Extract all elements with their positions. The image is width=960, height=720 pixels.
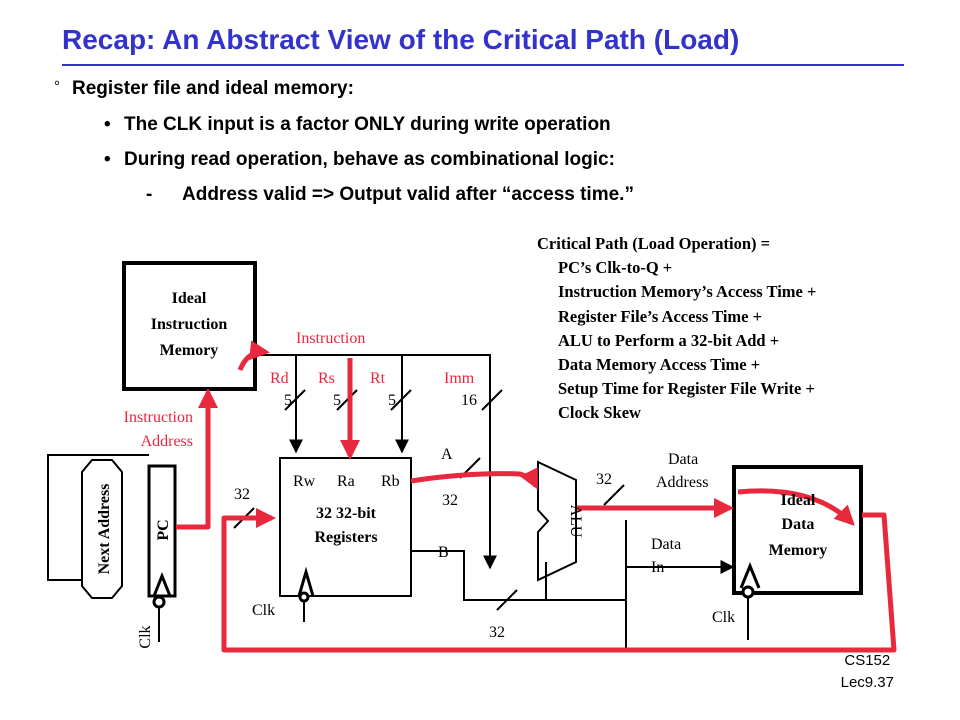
critical-path-pc-to-imem [176,388,218,530]
instruction-address-label: Instruction [124,409,193,426]
data-in-label: In [651,559,664,576]
critical-path-rf-to-alu [410,467,539,490]
critical-path-item: Register File’s Access Time + [558,306,762,326]
critical-path-heading: Critical Path (Load Operation) = [537,234,771,253]
clock-symbols [152,562,761,609]
next-address-loop [47,454,149,581]
bullet-read-operation: • During read operation, behave as combin… [104,149,615,171]
instruction-label: Instruction [296,330,365,347]
critical-path-item: Setup Time for Register File Write + [558,379,815,399]
data-memory-block [732,465,863,595]
critical-path [176,340,897,653]
bullet-text: Address valid => Output valid after “acc… [182,184,634,205]
slide-footer: CS152 Lec9.37 [841,650,894,694]
imem-label: Ideal [172,290,207,307]
imem-label: Instruction [151,316,228,333]
port-rw: Rw [293,473,316,490]
bullet-access-time: - Address valid => Output valid after “ac… [146,184,634,206]
imem-label: Memory [160,342,219,359]
critical-path-item: Data Memory Access Time + [558,355,761,375]
bullet-text: Register file and ideal memory: [72,78,354,99]
slash-rt [390,389,412,411]
dmem-label: Data [782,516,815,533]
critical-path-writeback [221,508,897,653]
critical-path-dmem-access [737,488,855,526]
bullet-clk-input: • The CLK input is a factor ONLY during w… [104,114,611,136]
data-in-label: Data [651,536,681,553]
data-address-label: Data [668,451,698,468]
label-alu-width: 32 [596,471,612,488]
slash-b [496,589,518,611]
field-imm-width: 16 [461,392,477,409]
reg-clk-label: Clk [252,602,275,619]
bullet-marker: ° [54,78,60,95]
port-ra: Ra [337,473,355,490]
pc-clock-bubble [152,595,166,609]
bullet-text: The CLK input is a factor ONLY during wr… [124,114,611,135]
register-file-label: Registers [314,529,377,546]
bullet-register-file: ° Register file and ideal memory: [54,78,354,100]
bullet-marker: - [146,184,153,205]
data-address-label: Address [656,474,708,491]
label-b-width: 32 [489,624,505,641]
slide-title: Recap: An Abstract View of the Critical … [62,24,740,55]
instruction-bus-to-imm [256,354,497,570]
bullet-marker: • [104,114,111,135]
label-a: A [441,446,453,463]
critical-path-item: Instruction Memory’s Access Time + [558,282,817,302]
pc-clock-triangle [152,571,172,597]
title-underline [62,64,904,66]
course-number: CS152 [844,652,891,669]
bullet-text: During read operation, behave as combina… [124,149,615,170]
register-file-label: 32 32-bit [316,505,377,522]
pc-clk-label: Clk [137,625,154,648]
reg-clock-triangle [297,566,315,597]
slash-alu [603,484,625,506]
label-b: B [438,544,449,561]
field-rt-width: 5 [388,392,396,409]
instruction-memory-block [122,261,257,391]
slash-rs [336,389,358,411]
alu-label: ALU [567,505,584,538]
port-rb: Rb [381,473,400,490]
pc-label: PC [155,519,172,540]
blocks [81,261,863,599]
black-wiring [47,354,749,650]
slash-imm [481,389,503,411]
field-imm-name: Imm [444,370,475,387]
pc-block [147,464,177,598]
critical-path-imem-out [237,340,270,372]
lecture-number: Lec9.37 [840,674,894,691]
b-bus [412,550,625,601]
dmem-clock-bubble [741,585,755,599]
next-address-label: Next Address [96,484,113,575]
dmem-clk-label: Clk [712,609,735,626]
dmem-label: Ideal [781,492,816,509]
dmem-clock-triangle [739,562,761,589]
field-rs-width: 5 [333,392,341,409]
critical-path-item: PC’s Clk-to-Q + [558,258,673,278]
dmem-label: Memory [769,542,828,559]
critical-path-item: Clock Skew [558,403,641,423]
field-rd-name: Rd [270,370,289,387]
label-busw-width: 32 [234,486,250,503]
slash-rd [284,389,306,411]
field-rd-width: 5 [284,392,292,409]
label-a-width: 32 [442,492,458,509]
field-rt-name: Rt [370,370,386,387]
bullet-marker: • [104,149,111,170]
alu-block [537,460,577,582]
critical-path-item: ALU to Perform a 32-bit Add + [558,330,780,350]
critical-path-formula: Critical Path (Load Operation) = PC’s Cl… [537,232,816,426]
instruction-address-label: Address [141,433,193,450]
field-rs-name: Rs [318,370,335,387]
reg-clock-bubble [298,591,310,603]
next-address-block [81,459,123,599]
